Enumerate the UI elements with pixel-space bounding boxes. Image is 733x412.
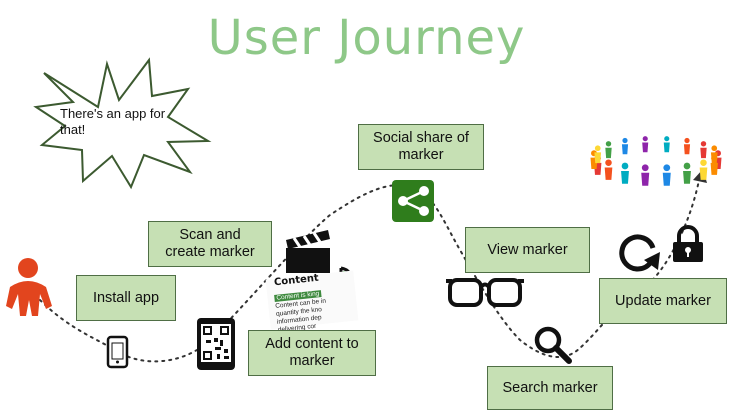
search-icon — [534, 326, 572, 364]
glasses-icon — [446, 278, 524, 307]
person-head — [664, 136, 670, 142]
phone-icon — [106, 335, 129, 369]
lock-icon — [673, 225, 703, 262]
person-body — [621, 144, 629, 155]
step-social-share: Social share of marker — [358, 124, 484, 170]
refresh-icon — [619, 234, 660, 272]
step-add-content: Add content to marker — [248, 330, 376, 376]
person-body — [683, 144, 691, 155]
callout-text: There's an app for that! — [60, 106, 166, 137]
person-body — [642, 142, 649, 153]
person-body — [605, 147, 612, 159]
person-body — [641, 172, 650, 186]
burst-callout — [33, 57, 212, 190]
step-view-marker: View marker — [465, 227, 590, 273]
person-head — [621, 162, 629, 170]
person-head — [605, 159, 612, 166]
person-head — [642, 136, 648, 142]
person-head — [622, 137, 628, 144]
step-update-marker: Update marker — [599, 278, 727, 324]
person-head — [683, 162, 691, 170]
person-head — [641, 164, 649, 172]
person-head — [711, 145, 718, 152]
person-head — [700, 159, 707, 166]
share-icon — [392, 180, 434, 222]
person-body — [710, 152, 718, 164]
person-head — [700, 141, 707, 147]
person-head — [684, 137, 690, 144]
step-scan-create-marker: Scan and create marker — [148, 221, 272, 267]
step-search-marker: Search marker — [487, 366, 613, 410]
people-circle-icon — [590, 136, 722, 186]
person-body — [710, 162, 718, 175]
content-badge-text: Content is king Content can be in quanti… — [274, 287, 352, 335]
person-body — [621, 170, 629, 184]
person-body — [594, 152, 602, 164]
person-body — [700, 147, 707, 159]
qr-code-icon — [197, 318, 235, 370]
person-head — [594, 145, 601, 152]
page-title: User Journey — [207, 10, 526, 66]
person-body — [663, 142, 670, 153]
person-body — [662, 172, 671, 186]
clapper-board-icon — [286, 230, 330, 273]
person-body — [604, 167, 613, 180]
person-head — [605, 141, 612, 147]
user-icon — [6, 258, 52, 316]
person-body — [699, 167, 708, 180]
step-install-app: Install app — [76, 275, 176, 321]
content-badge-bg — [265, 270, 359, 330]
person-head — [663, 164, 671, 172]
person-body — [683, 170, 691, 184]
